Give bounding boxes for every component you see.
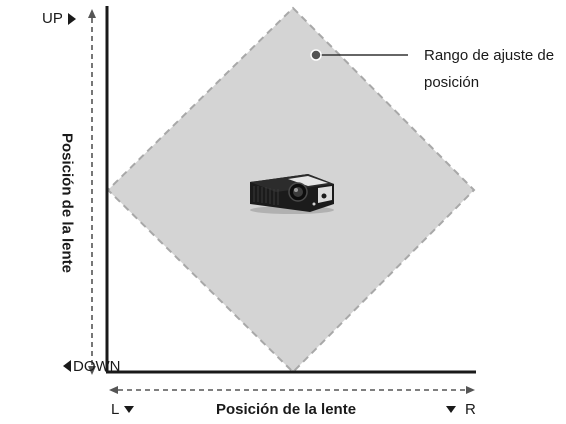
- triangle-left-icon: [63, 360, 71, 372]
- down-label: DOWN: [73, 358, 121, 375]
- vertical-dashed-arrow: [88, 9, 96, 375]
- up-label: UP: [42, 10, 63, 27]
- right-label: R: [465, 401, 476, 418]
- triangle-down-icon: [124, 406, 134, 413]
- left-label: L: [111, 401, 120, 418]
- triangle-down-icon: [446, 406, 456, 413]
- horizontal-axis-title: Posición de la lente: [216, 401, 357, 418]
- horizontal-dashed-arrow: [109, 386, 475, 394]
- callout-label: Rango de ajuste de posición: [424, 42, 564, 96]
- callout-line-1: Rango de ajuste de: [424, 47, 555, 64]
- callout-pointer: [310, 49, 408, 61]
- projector-icon: [250, 174, 334, 214]
- triangle-right-icon: [68, 13, 76, 25]
- callout-line-2: posición: [424, 74, 480, 91]
- vertical-axis-title: Posición de la lente: [58, 132, 76, 274]
